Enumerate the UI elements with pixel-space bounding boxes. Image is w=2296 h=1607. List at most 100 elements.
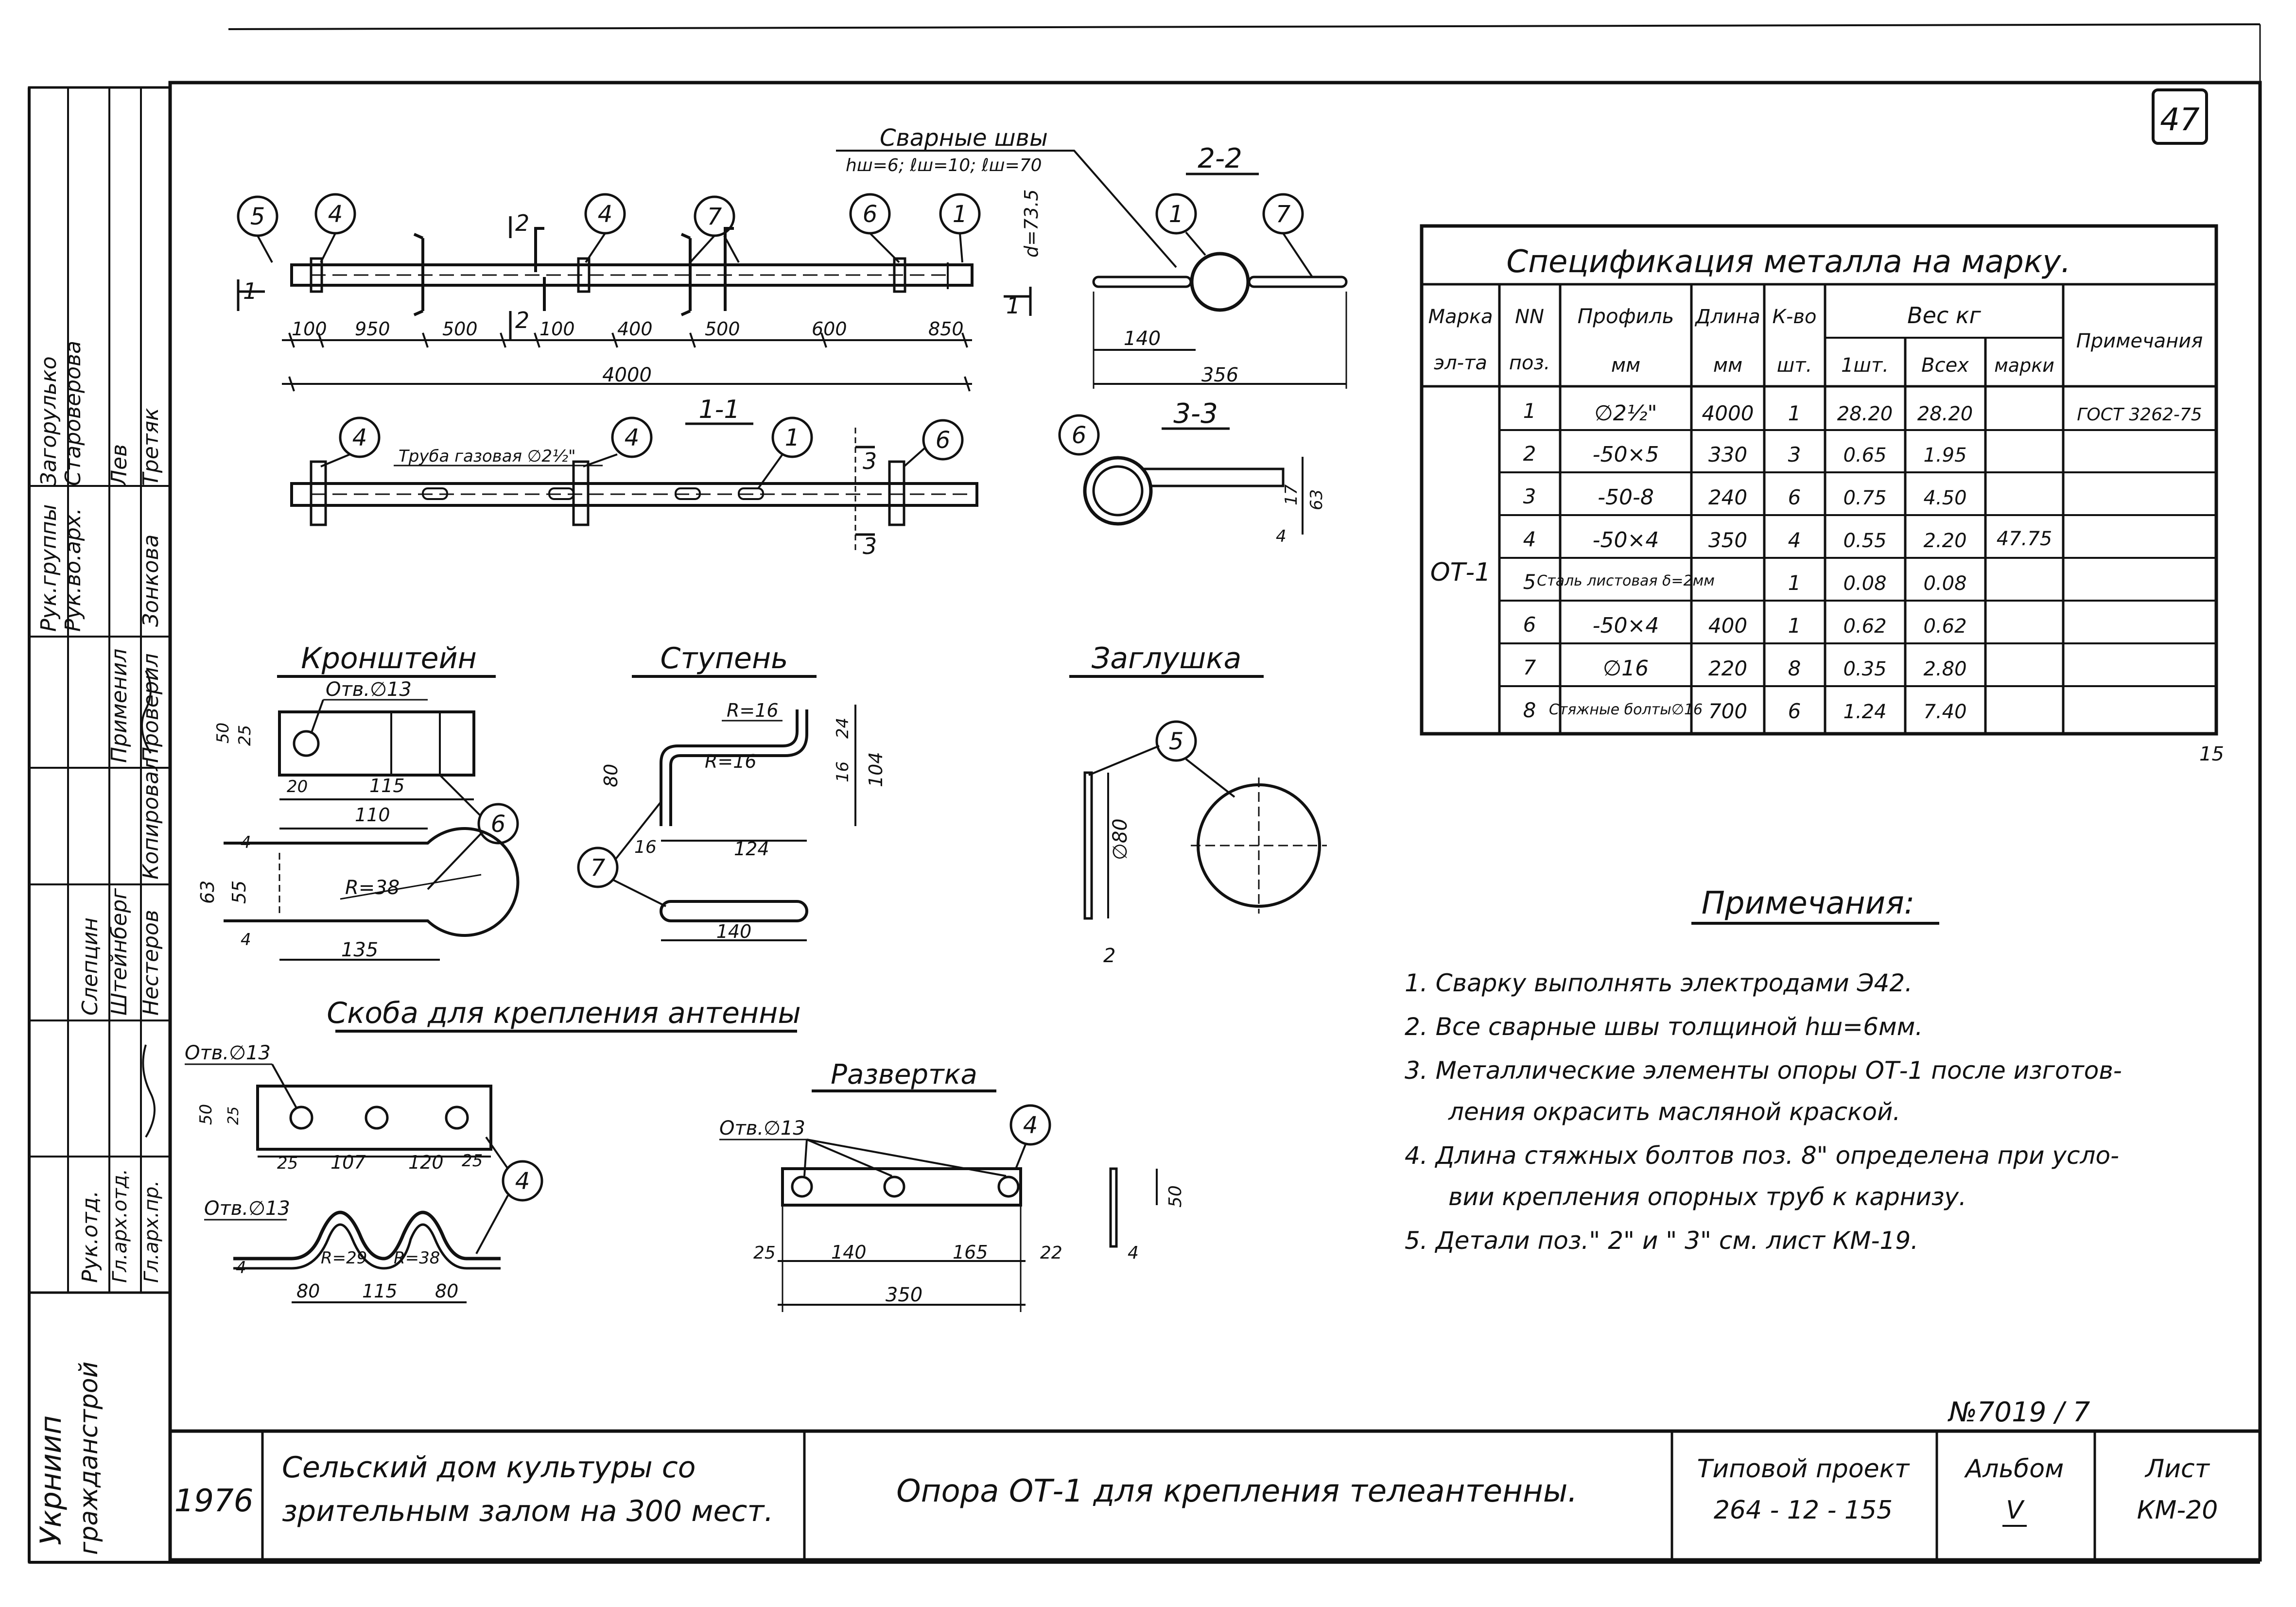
dim: 17: [1282, 484, 1301, 505]
cell-wall: 0.62: [1923, 615, 1966, 638]
cell-profile: -50×5: [1593, 442, 1659, 467]
step-detail: Ступень R=16 R=16 80 16 124 16 24 104 14…: [577, 641, 887, 942]
header-w-all: Всех: [1921, 354, 1969, 377]
callout-bubble: 4: [339, 416, 381, 458]
cell-pos: 6: [1523, 613, 1536, 637]
dim: ∅80: [1109, 818, 1131, 860]
dim: 55: [228, 881, 250, 904]
note-2: 2. Все сварные швы толщиной hш=6мм.: [1405, 1013, 1923, 1041]
cell-w1: 0.62: [1843, 615, 1886, 638]
dim: 850: [928, 318, 964, 340]
dim: 16: [634, 837, 657, 857]
callout: 7: [1276, 201, 1291, 228]
role-6: Рук.отд.: [78, 1191, 103, 1283]
dim: 22: [1040, 1243, 1062, 1263]
cell-length: 700: [1708, 699, 1747, 723]
cell-wall: 28.20: [1917, 403, 1973, 425]
dim: 110: [355, 804, 390, 826]
callout-bubble: 6: [922, 419, 964, 461]
name-4: Зонкова: [139, 535, 163, 627]
section-title: 3-3: [1173, 398, 1218, 430]
hole-label: Отв.∅13: [719, 1117, 805, 1140]
section-title: 2-2: [1198, 143, 1242, 174]
spec-table: Спецификация металла на марку. Марка: [1420, 224, 2218, 736]
callout: 7: [591, 854, 606, 881]
section-mark-2b: 2: [515, 307, 529, 333]
dim: 120: [408, 1152, 444, 1173]
callout-bubble: 1: [939, 193, 981, 235]
table-row: 6 -50×4 400 1 0.62 0.62: [1523, 613, 1967, 638]
callout-bubble: 4: [502, 1160, 543, 1202]
name-7: Штейнберг: [107, 888, 132, 1016]
dim: 140: [716, 921, 752, 942]
callout: 4: [352, 424, 367, 451]
callout: 6: [863, 201, 878, 228]
dim: 356: [1201, 364, 1238, 386]
cell-wall: 0.08: [1923, 572, 1966, 595]
header-mark: Марка: [1428, 306, 1493, 328]
signature: [142, 1044, 156, 1138]
overall-dim: 4000: [602, 364, 652, 386]
cell-profile: -50-8: [1598, 485, 1654, 510]
cell-w1: 1.24: [1843, 701, 1886, 723]
dim: 140: [1124, 328, 1161, 350]
cell-length: 330: [1708, 443, 1747, 467]
dim: 115: [362, 1280, 398, 1302]
header-pos-2: поз.: [1509, 352, 1550, 374]
main-view: 1 2 2 1 5 4 4 7 6 1 Сварные швы hш=6; ℓш…: [237, 124, 1177, 392]
bracket-detail: Кронштейн Отв.∅13 50 25 20 115 110 R=38 …: [197, 641, 520, 961]
sheet-label: Лист: [2144, 1454, 2210, 1484]
notes-title: Примечания:: [1702, 885, 1915, 921]
detail-title: Развертка: [831, 1059, 977, 1090]
hole-label: Отв.∅13: [204, 1197, 290, 1220]
typical-value: 264 - 12 - 155: [1714, 1496, 1893, 1525]
note-5: 5. Детали поз." 2" и " 3" см. лист КМ-19…: [1405, 1227, 1918, 1255]
name-8: Нестеров: [139, 910, 163, 1016]
callout: 7: [707, 203, 722, 230]
cell-w1: 0.75: [1843, 487, 1886, 509]
cell-profile: Сталь листовая δ=2мм: [1537, 572, 1715, 589]
dim: 950: [355, 318, 390, 340]
table-row: 3 -50-8 240 6 0.75 4.50: [1523, 484, 1967, 510]
cell-pos: 4: [1523, 527, 1536, 551]
cell-w1: 0.35: [1843, 658, 1886, 680]
cell-length: 220: [1708, 657, 1747, 680]
dim: 107: [330, 1152, 366, 1173]
diameter-label: d=73.5: [1021, 189, 1042, 258]
radius-label: R=16: [727, 700, 779, 721]
cell-profile: -50×4: [1593, 613, 1659, 638]
dim: 124: [734, 838, 769, 860]
radius-label: R=38: [394, 1248, 440, 1268]
name-5: Третяк: [139, 408, 163, 486]
table-title: Спецификация металла на марку.: [1506, 244, 2070, 280]
cell-profile: ∅2½": [1594, 401, 1657, 426]
album-value: V: [2006, 1496, 2025, 1525]
cell-w1: 0.55: [1843, 530, 1886, 552]
cell-w1: 28.20: [1837, 403, 1893, 425]
section-mark-1b: 1: [1006, 293, 1020, 319]
callout-bubble: 4: [314, 193, 356, 235]
cell-wall: 4.50: [1923, 487, 1966, 509]
album-label: Альбом: [1964, 1454, 2064, 1484]
cell-qty: 3: [1788, 443, 1801, 467]
header-w-mark: марки: [1994, 355, 2054, 376]
note-1: 1. Сварку выполнять электродами Э42.: [1405, 969, 1913, 997]
dim: 80: [600, 764, 622, 787]
dim-ticks: [288, 332, 968, 348]
cell-qty: 4: [1788, 528, 1801, 552]
dim: 115: [369, 775, 405, 796]
dim: 4: [1128, 1243, 1139, 1263]
header-pos: NN: [1515, 306, 1544, 328]
cell-profile: -50×4: [1593, 528, 1659, 553]
dim: 500: [705, 318, 740, 340]
header-profile-2: мм: [1611, 354, 1640, 377]
cell-qty: 6: [1788, 485, 1801, 509]
mark-value: ОТ-1: [1430, 558, 1491, 587]
callout: 4: [328, 201, 343, 228]
callout: 1: [953, 201, 968, 228]
hole-label: Отв.∅13: [326, 678, 412, 701]
cell-qty: 1: [1788, 614, 1801, 638]
cell-note: ГОСТ 3262-75: [2077, 405, 2202, 425]
table-row: 7 ∅16 220 8 0.35 2.80: [1523, 656, 1967, 681]
detail-title: Заглушка: [1092, 641, 1242, 675]
